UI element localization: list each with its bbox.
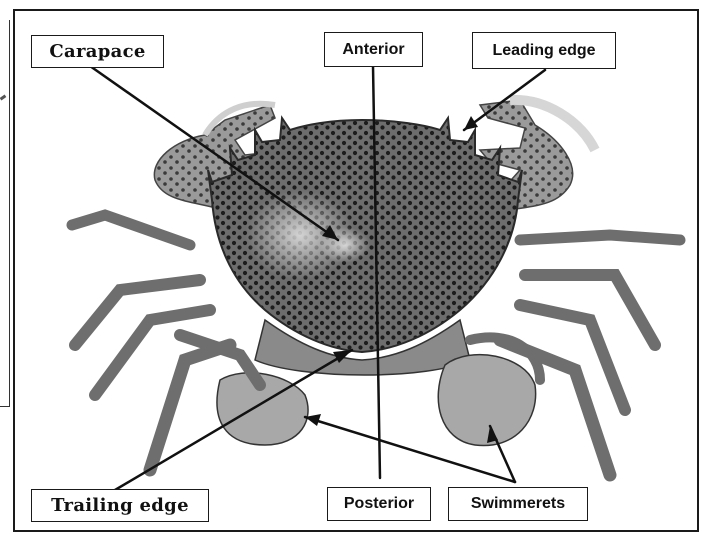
carapace-label: Carapace (31, 35, 164, 68)
left-leg-1 (72, 215, 190, 245)
posterior-label: Posterior (327, 487, 431, 521)
swimmerets-label: Swimmerets (448, 487, 588, 521)
right-leg-1 (520, 235, 680, 240)
trailing-edge-label: Trailing edge (31, 489, 209, 522)
leading-edge-label: Leading edge (472, 32, 616, 69)
anterior-label: Anterior (324, 32, 423, 67)
